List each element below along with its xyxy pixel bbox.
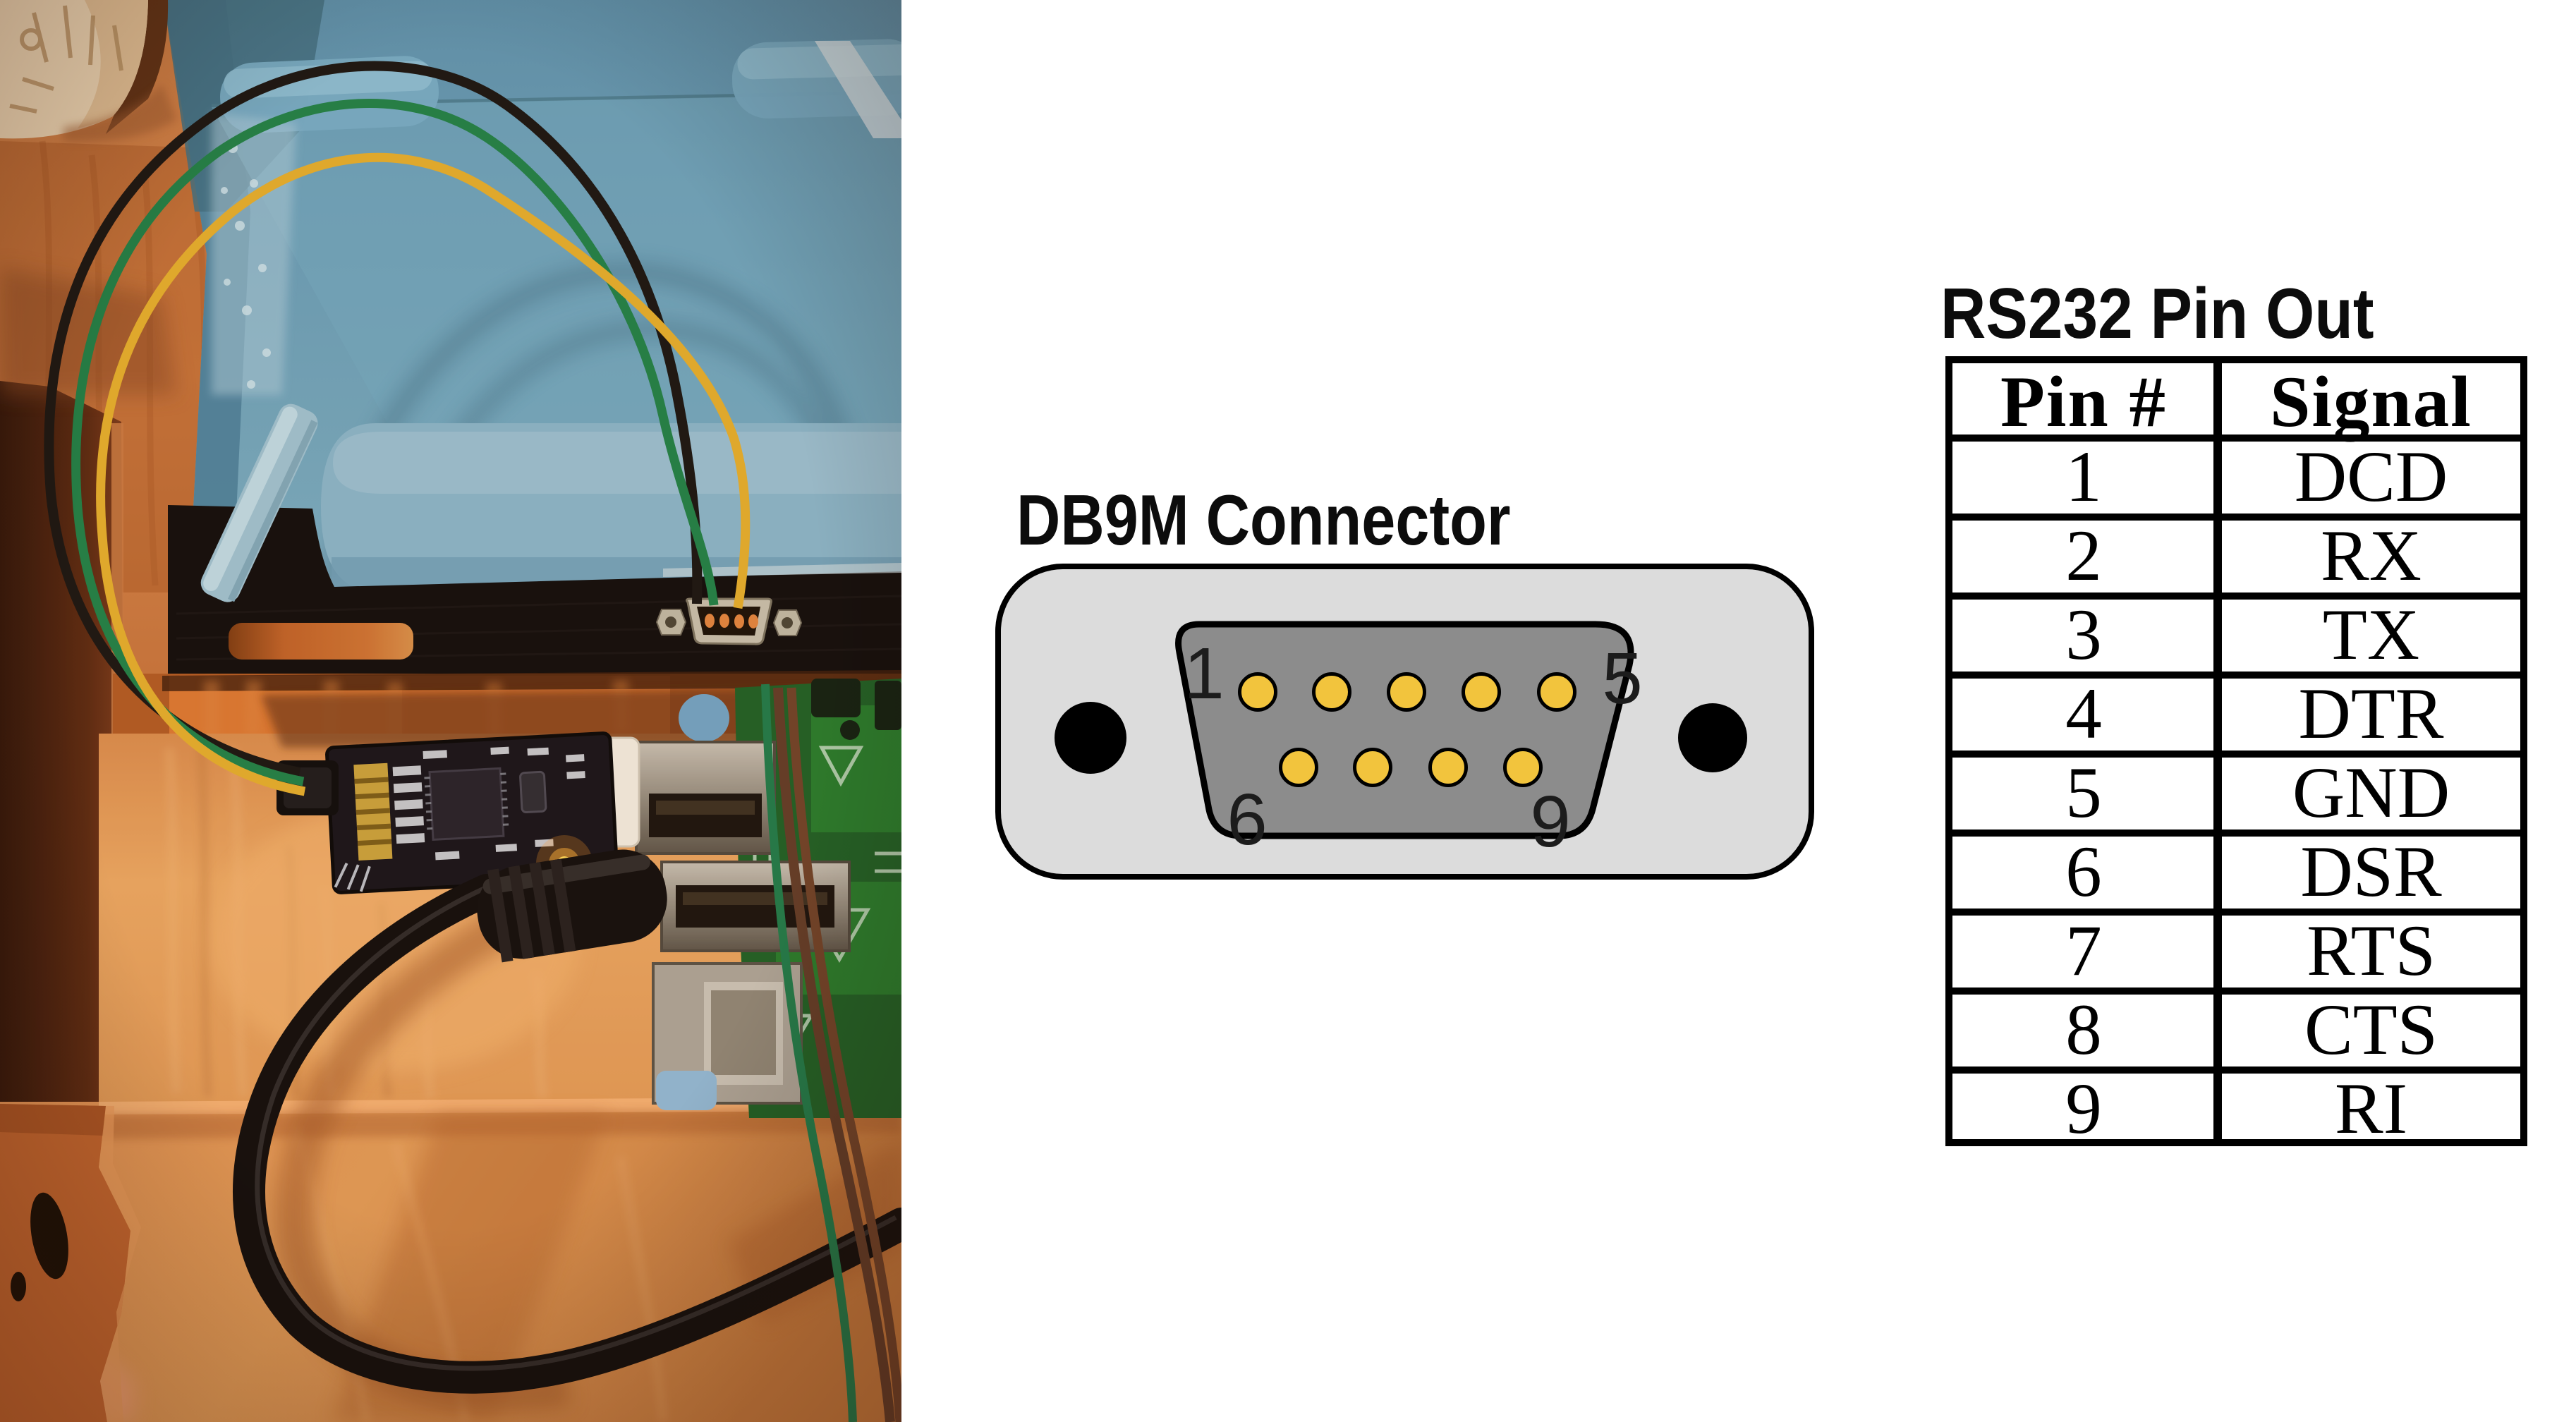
svg-text:1: 1: [1184, 633, 1224, 714]
svg-text:9: 9: [1530, 781, 1570, 862]
svg-text:5: 5: [1602, 638, 1642, 719]
svg-text:6: 6: [1227, 779, 1267, 860]
